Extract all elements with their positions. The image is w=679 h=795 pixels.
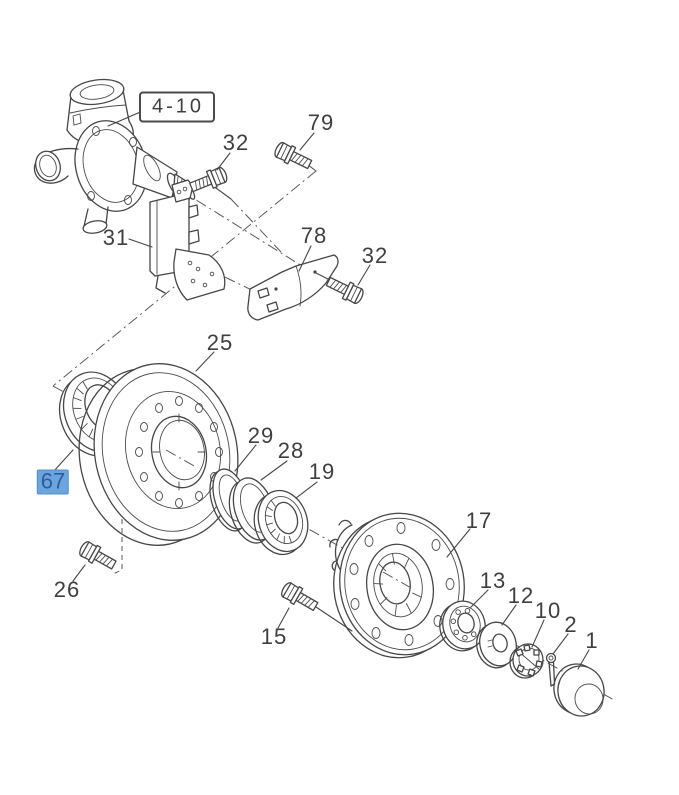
- part-label-67-highlighted[interactable]: 67: [36, 469, 70, 495]
- part-label-2[interactable]: 2: [564, 612, 578, 637]
- part-label-17[interactable]: 17: [465, 508, 493, 533]
- part-label-1[interactable]: 1: [585, 628, 599, 653]
- outer-wheel-bearing-13: [439, 600, 486, 652]
- part-label-79[interactable]: 79: [307, 110, 335, 135]
- part-label-12[interactable]: 12: [507, 583, 535, 608]
- part-label-78[interactable]: 78: [300, 223, 328, 248]
- wheel-hub: [329, 512, 465, 659]
- brake-dust-shield: [149, 179, 226, 301]
- hub-cap: [553, 663, 605, 717]
- part-label-15[interactable]: 15: [260, 624, 288, 649]
- part-label-13[interactable]: 13: [479, 568, 507, 593]
- part-label-32-lower[interactable]: 32: [361, 243, 389, 268]
- bolt-32-lower: [325, 276, 364, 305]
- splash-shield: [247, 254, 339, 321]
- bolt-32-upper: [189, 166, 228, 193]
- wheel-bearing-19: [253, 489, 309, 556]
- part-label-26[interactable]: 26: [53, 577, 81, 602]
- lock-nut: [509, 643, 544, 679]
- bolt-26: [79, 541, 117, 570]
- part-label-31[interactable]: 31: [102, 225, 130, 250]
- part-label-10[interactable]: 10: [534, 598, 562, 623]
- leader-lines: [53, 109, 590, 670]
- brake-rotor: [78, 363, 239, 546]
- part-label-29[interactable]: 29: [247, 423, 275, 448]
- part-label-25[interactable]: 25: [206, 330, 234, 355]
- lock-washer: [476, 621, 517, 669]
- part-label-32-upper[interactable]: 32: [222, 130, 250, 155]
- part-label-28[interactable]: 28: [277, 438, 305, 463]
- bolt-79: [274, 141, 313, 170]
- stud-15: [281, 582, 319, 612]
- part-ref-label-4-10[interactable]: 4-10: [138, 91, 216, 123]
- cotter-pin: [545, 652, 557, 687]
- part-label-19[interactable]: 19: [308, 459, 336, 484]
